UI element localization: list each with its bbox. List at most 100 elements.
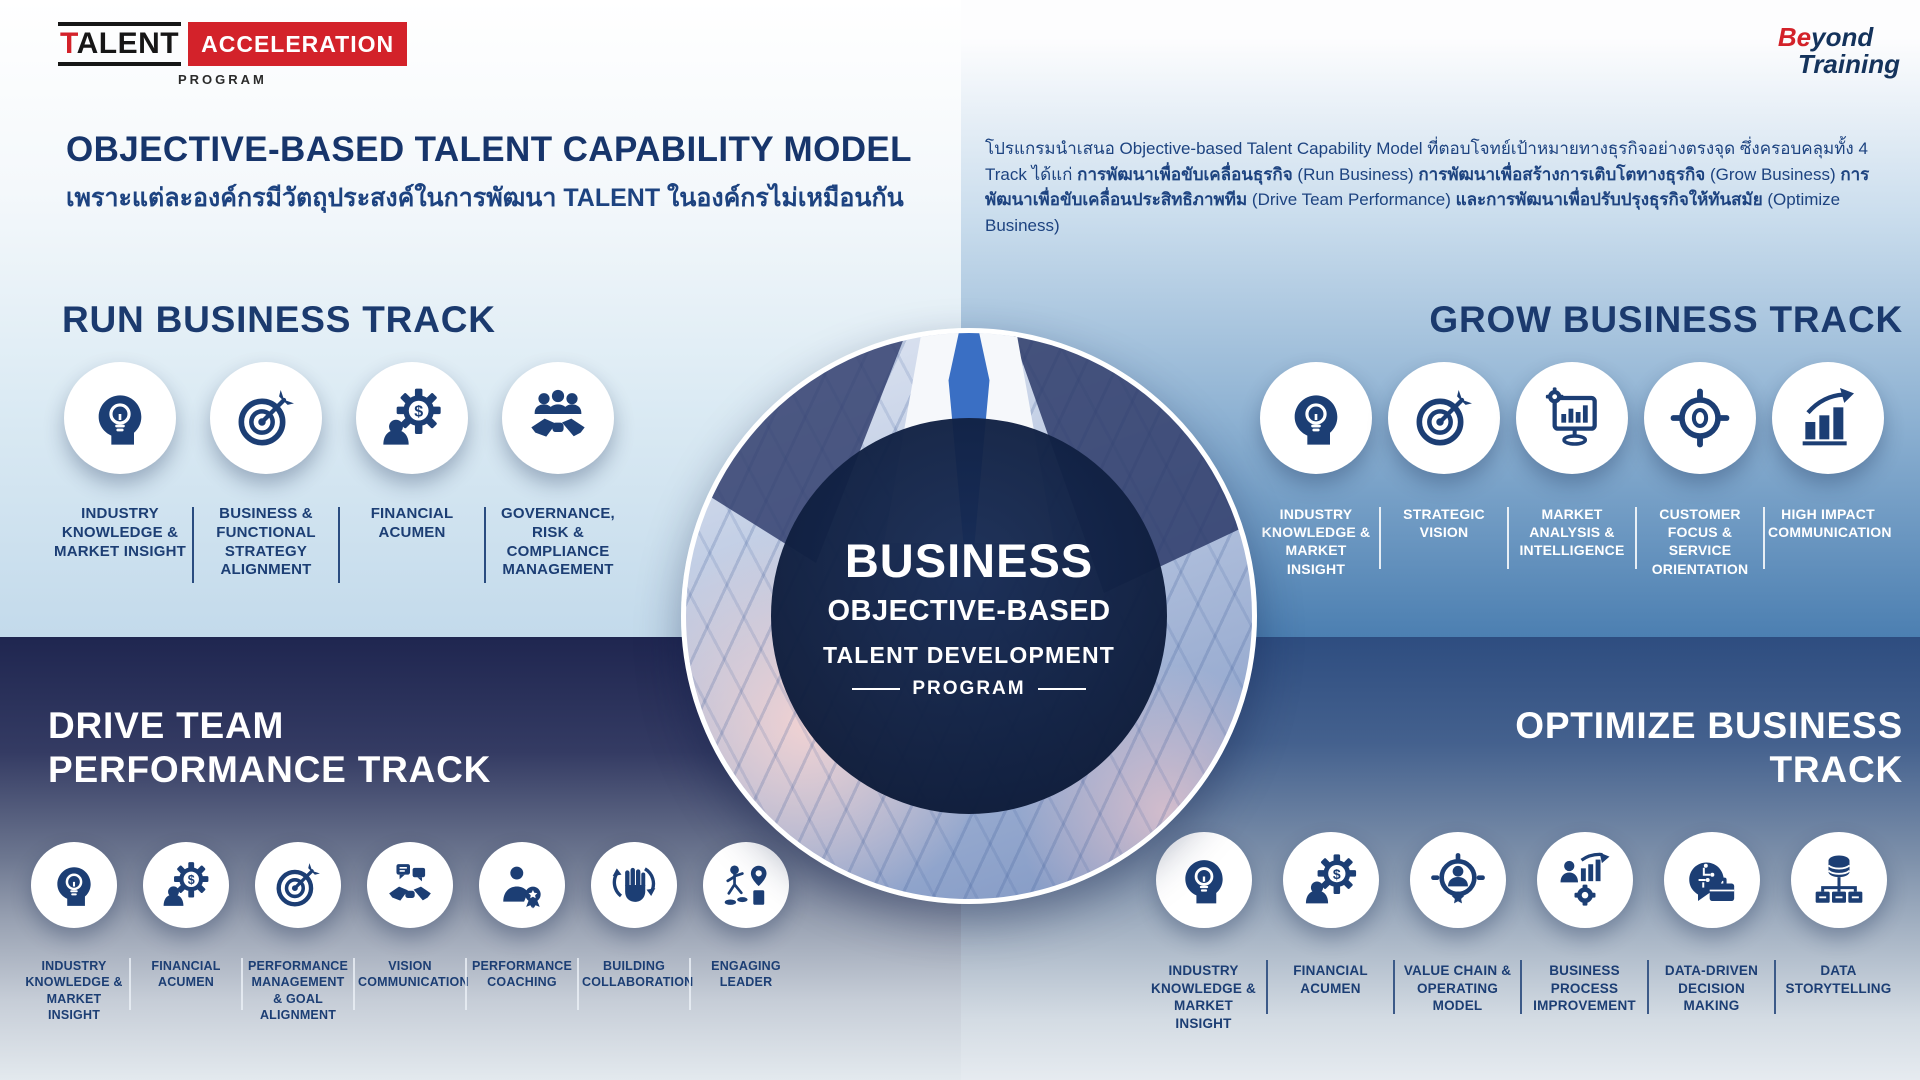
paragraph-segment: และการพัฒนาเพื่อปรับปรุงธุรกิจให้ทันสมัย <box>1455 190 1768 209</box>
paragraph-segment: (Run Business) <box>1297 164 1419 184</box>
paragraph-segment: (Drive Team Performance) <box>1251 190 1456 209</box>
item-label: FINANCIAL ACUMEN <box>151 959 221 990</box>
head-bulb-icon <box>1284 386 1348 450</box>
label-divider <box>484 507 486 583</box>
item-circle: $ <box>143 842 229 928</box>
track-item: GOVERNANCE, RISK & COMPLIANCE MANAGEMENT <box>485 362 631 580</box>
item-circle: $ <box>356 362 468 474</box>
label-divider <box>1379 507 1381 569</box>
item-label: INDUSTRY KNOWLEDGE & MARKET INSIGHT <box>1151 963 1256 1031</box>
track-title-drive-team-performance: DRIVE TEAM PERFORMANCE TRACK <box>48 705 492 791</box>
optimize-business-items-row: INDUSTRY KNOWLEDGE & MARKET INSIGHT$FINA… <box>1140 832 1902 1032</box>
center-line-objective-based: OBJECTIVE-BASED <box>827 594 1111 627</box>
item-circle <box>210 362 322 474</box>
track-item: $ FINANCIAL ACUMEN <box>339 362 485 580</box>
item-circle <box>479 842 565 928</box>
center-line-program: PROGRAM <box>852 677 1086 700</box>
label-divider <box>192 507 194 583</box>
label-divider <box>129 958 131 1010</box>
track-item: INDUSTRY KNOWLEDGE & MARKET INSIGHT <box>1252 362 1380 578</box>
program-rule-left <box>852 687 901 690</box>
beyond-training-logo: Beyond Training <box>1777 22 1900 80</box>
track-item: HIGH IMPACT COMMUNICATION <box>1764 362 1892 578</box>
paragraph-segment: การพัฒนาเพื่อขับเคลื่อนธุรกิจ <box>1077 164 1298 184</box>
label-divider <box>1507 507 1509 569</box>
item-label: DATA STORYTELLING <box>1785 963 1892 996</box>
label-divider <box>1393 960 1395 1014</box>
item-circle: $ <box>1282 832 1379 928</box>
center-program-text: PROGRAM <box>912 677 1026 699</box>
page-title: OBJECTIVE-BASED TALENT CAPABILITY MODEL <box>66 130 912 169</box>
hand-cycle-icon <box>609 860 659 910</box>
track-title-optimize-business: OPTIMIZE BUSINESS TRACK <box>1515 705 1903 791</box>
track-title-grow-business: GROW BUSINESS TRACK <box>1429 299 1903 340</box>
label-divider <box>1635 507 1637 569</box>
item-circle <box>1409 832 1506 928</box>
item-label: BUSINESS & FUNCTIONAL STRATEGY ALIGNMENT <box>216 505 316 579</box>
target-arrow-icon <box>1412 386 1476 450</box>
run-business-items-row: INDUSTRY KNOWLEDGE & MARKET INSIGHT BUSIN… <box>47 362 631 583</box>
label-divider <box>1647 960 1649 1014</box>
item-label: BUSINESS PROCESS IMPROVEMENT <box>1533 963 1636 1014</box>
item-label: INDUSTRY KNOWLEDGE & MARKET INSIGHT <box>54 505 186 560</box>
center-line-business: BUSINESS <box>844 533 1094 587</box>
page-subtitle-thai: เพราะแต่ละองค์กรมีวัตถุประสงค์ในการพัฒนา… <box>66 184 904 212</box>
item-circle <box>1663 832 1760 928</box>
person-crosshair-icon <box>1430 852 1486 908</box>
handshake-chat-icon <box>385 860 435 910</box>
item-label: HIGH IMPACT COMMUNICATION <box>1768 506 1892 541</box>
track-item: $ FINANCIAL ACUMEN <box>130 842 242 1023</box>
head-bulb-icon <box>88 386 152 450</box>
item-label: GOVERNANCE, RISK & COMPLIANCE MANAGEMENT <box>501 505 615 579</box>
beyond-logo-be: Be <box>1777 22 1812 52</box>
track-item: MARKET ANALYSIS & INTELLIGENCE <box>1508 362 1636 578</box>
track-item: STRATEGIC VISION <box>1380 362 1508 578</box>
track-item: PERFORMANCE MANAGEMENT & GOAL ALIGNMENT <box>242 842 354 1023</box>
track-item: VALUE CHAIN & OPERATING MODEL <box>1394 832 1521 1032</box>
track-item: BUILDING COLLABORATION <box>578 842 694 1023</box>
svg-text:$: $ <box>188 873 195 887</box>
item-label: MARKET ANALYSIS & INTELLIGENCE <box>1519 506 1625 559</box>
item-circle <box>1790 832 1887 928</box>
bar-growth-icon <box>1796 386 1860 450</box>
target-arrow-icon <box>273 860 323 910</box>
talent-logo-t: T <box>60 27 77 60</box>
center-line-talent-development: TALENT DEVELOPMENT <box>822 641 1116 668</box>
handshake-people-icon <box>526 386 590 450</box>
talent-logo-alent: ALENT <box>76 27 180 60</box>
item-circle <box>64 362 176 474</box>
item-circle <box>1644 362 1756 474</box>
label-divider <box>465 958 467 1010</box>
paragraph-segment: การพัฒนาเพื่อสร้างการเติบโตทางธุรกิจ <box>1418 164 1710 184</box>
track-item: INDUSTRY KNOWLEDGE & MARKET INSIGHT <box>47 362 193 580</box>
talent-acceleration-logo: TALENT ACCELERATION PROGRAM <box>58 22 408 87</box>
paragraph-segment: การพัฒนาเพื่อขับเคลื่อนประสิทธิภาพทีม <box>985 164 1870 210</box>
program-label: PROGRAM <box>178 72 267 87</box>
item-circle <box>1388 362 1500 474</box>
label-divider <box>689 958 691 1010</box>
item-label: PERFORMANCE MANAGEMENT & GOAL ALIGNMENT <box>247 959 349 1022</box>
item-label: FINANCIAL ACUMEN <box>370 505 454 541</box>
program-rule-right <box>1037 687 1086 690</box>
track-item: DATA-DRIVEN DECISION MAKING <box>1648 832 1775 1032</box>
svg-text:$: $ <box>1332 866 1340 882</box>
item-circle <box>502 362 614 474</box>
item-label: CUSTOMER FOCUS & SERVICE ORIENTATION <box>1651 506 1749 577</box>
monitor-chart-gear-icon <box>1540 386 1604 450</box>
track-item: $FINANCIAL ACUMEN <box>1267 832 1394 1032</box>
item-label: PERFORMANCE COACHING <box>471 959 573 990</box>
item-label: ENGAGING LEADER <box>711 959 781 990</box>
item-label: VISION COMMUNICATION <box>358 959 469 990</box>
item-label: BUILDING COLLABORATION <box>582 959 694 990</box>
gear-dollar-person-icon: $ <box>380 386 444 450</box>
track-title-run-business: RUN BUSINESS TRACK <box>62 299 496 340</box>
item-circle <box>1516 362 1628 474</box>
item-label: VALUE CHAIN & OPERATING MODEL <box>1403 963 1512 1014</box>
beyond-logo-training: Training <box>1797 49 1900 80</box>
paragraph-segment: โปรแกรมนำเสนอ Objective-based Talent Cap… <box>985 139 1868 184</box>
item-circle <box>1260 362 1372 474</box>
gear-dollar-person-icon: $ <box>1303 852 1359 908</box>
track-item: INDUSTRY KNOWLEDGE & MARKET INSIGHT <box>18 842 130 1023</box>
item-label: INDUSTRY KNOWLEDGE & MARKET INSIGHT <box>25 959 123 1022</box>
